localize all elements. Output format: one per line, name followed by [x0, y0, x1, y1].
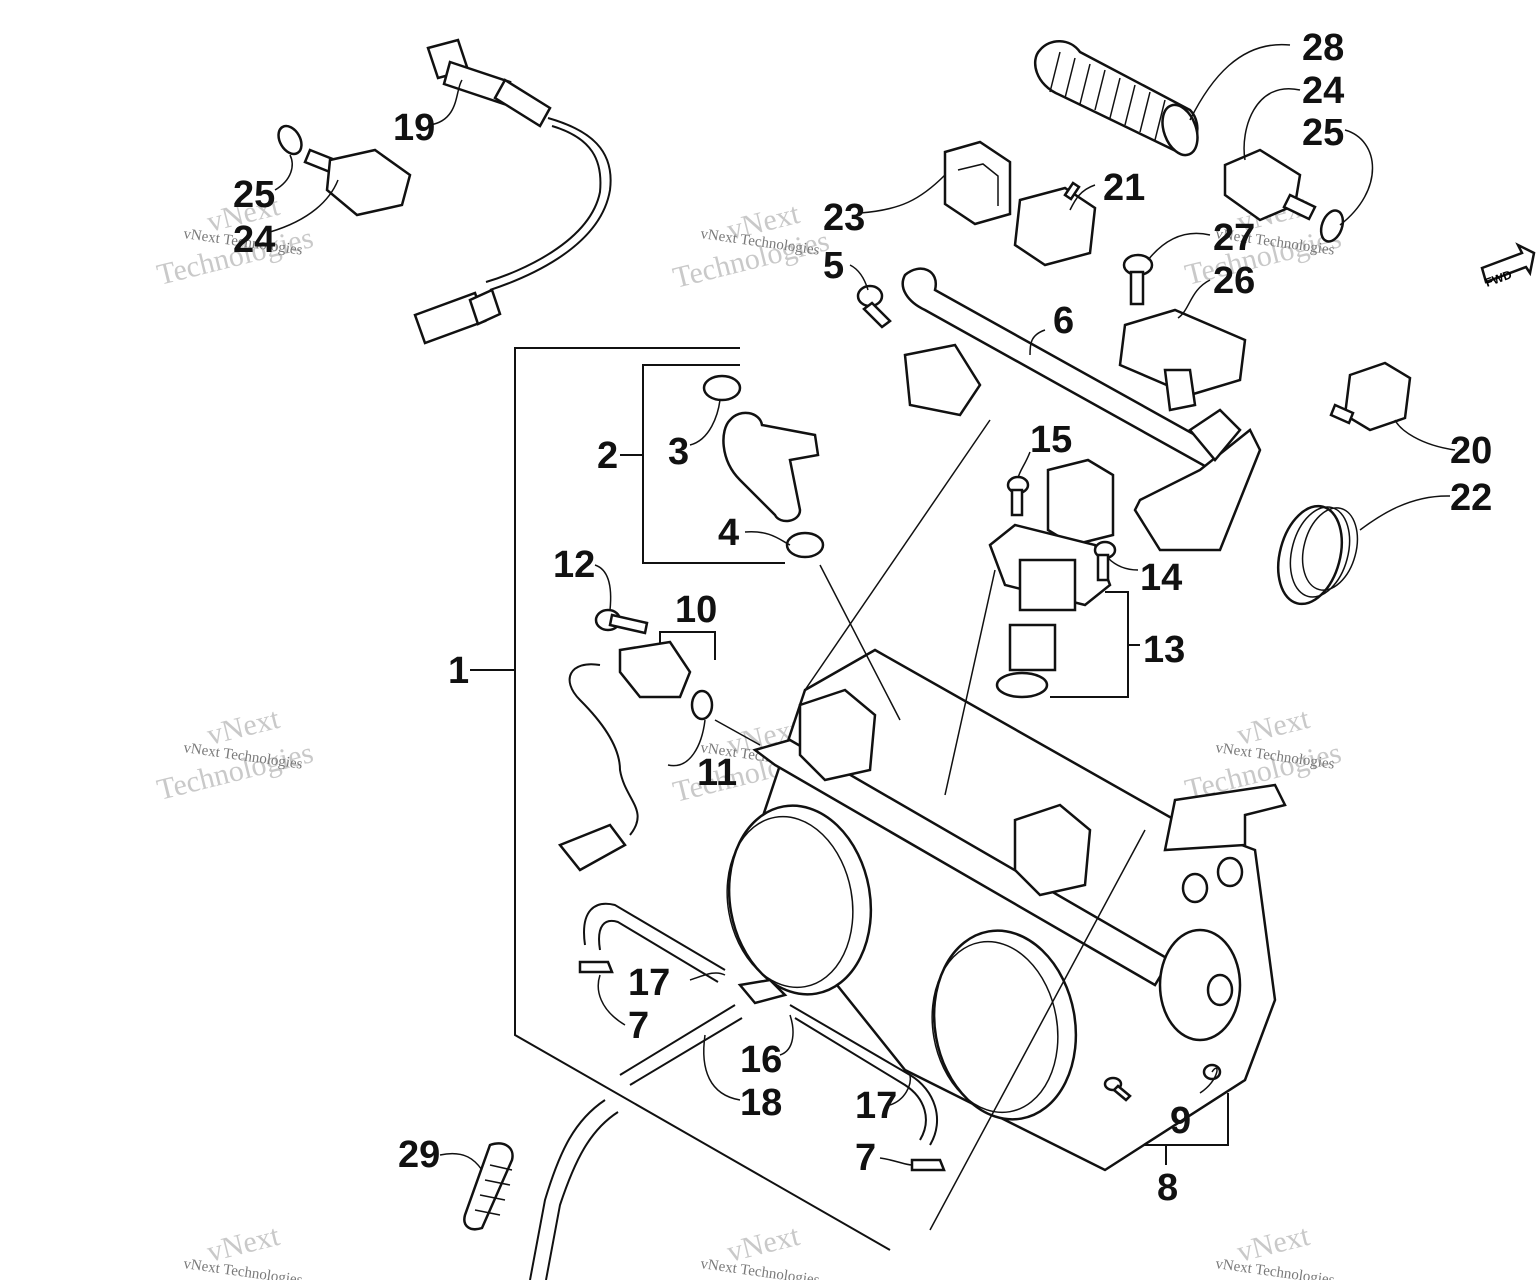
callout-23: 23 [823, 197, 865, 239]
callout-6: 6 [1053, 300, 1074, 342]
assembly-bracket-13 [1050, 591, 1140, 698]
assembly-bracket-2 [620, 364, 785, 564]
idle-control-valve-part [988, 458, 1117, 699]
callout-8: 8 [1157, 1167, 1178, 1209]
callout-26: 26 [1213, 260, 1255, 302]
callout-12: 12 [553, 544, 595, 586]
bolt-27-part [1122, 253, 1154, 306]
callout-13: 13 [1143, 629, 1185, 671]
forward-direction-arrow: FWD [1480, 242, 1536, 290]
callout-28: 28 [1302, 27, 1344, 69]
callout-20: 20 [1450, 430, 1492, 472]
injector-part [702, 374, 825, 559]
callout-labels: 1 2 3 4 5 6 7 7 8 9 10 11 12 13 14 15 16… [233, 27, 1492, 1209]
assembly-bracket-10 [659, 631, 716, 660]
callout-24-right: 24 [1302, 70, 1344, 112]
callout-2: 2 [597, 435, 618, 477]
callout-7-right: 7 [855, 1137, 876, 1179]
hose-clamp-7-left-part [578, 960, 614, 974]
callout-4: 4 [718, 512, 739, 554]
callout-25-right: 25 [1302, 112, 1344, 154]
watermark-bottom-left: vNext vNext Technologies [182, 1219, 303, 1280]
corrugated-hose-part [1033, 40, 1199, 157]
callout-3: 3 [668, 431, 689, 473]
callout-18: 18 [740, 1082, 782, 1124]
bolt-5-part [856, 284, 892, 329]
callout-1: 1 [448, 650, 469, 692]
vacuum-hose-right-part [789, 1004, 939, 1146]
throttle-body-part [726, 648, 1287, 1172]
callout-10: 10 [675, 589, 717, 631]
bolt-12-part [594, 608, 649, 635]
assembly-bracket-1 [470, 347, 891, 1251]
callout-17-right: 17 [855, 1085, 897, 1127]
callout-29: 29 [398, 1134, 440, 1176]
vacuum-hose-left-part [583, 902, 726, 983]
leader-lines [269, 43, 1456, 1231]
callout-9: 9 [1170, 1100, 1191, 1142]
callout-5: 5 [823, 245, 844, 287]
callout-11: 11 [697, 752, 737, 794]
tee-fitting-part [737, 978, 788, 1005]
callout-19: 19 [393, 107, 435, 149]
temperature-sensor-left-part [277, 124, 412, 217]
callout-16: 16 [740, 1039, 782, 1081]
callout-22: 22 [1450, 477, 1492, 519]
pressure-switch-part [1329, 361, 1412, 432]
oxygen-sensor-part [413, 38, 612, 345]
pressure-sensor-part [1118, 308, 1247, 412]
callout-7-left: 7 [628, 1005, 649, 1047]
callout-25-left: 25 [233, 174, 275, 216]
callout-17-left: 17 [628, 962, 670, 1004]
connector-part [1013, 181, 1097, 267]
hose-clamp-part [1277, 504, 1359, 606]
watermark-mid-left: vNext Technologies vNext Technologies [154, 702, 317, 807]
connector-cover-part [943, 140, 1012, 226]
temperature-sensor-right-part [1223, 148, 1345, 243]
callout-21: 21 [1103, 167, 1145, 209]
hose-clamp-7-right-part [910, 1158, 946, 1172]
watermark-bottom-center: vNext vNext Technologies [699, 1219, 820, 1280]
callout-14: 14 [1140, 557, 1182, 599]
watermark-top-center: vNext Technologies vNext Technologies [670, 197, 833, 295]
watermark-bottom-right: vNext vNext Technologies [1214, 1219, 1335, 1280]
callout-24-left: 24 [233, 219, 275, 261]
vacuum-hose-18-part [529, 1004, 743, 1280]
fuel-rail-part [901, 267, 1262, 552]
callout-15: 15 [1030, 419, 1072, 461]
throttle-position-sensor-part [557, 640, 714, 872]
callout-27: 27 [1213, 217, 1255, 259]
spring-part [463, 1142, 514, 1231]
